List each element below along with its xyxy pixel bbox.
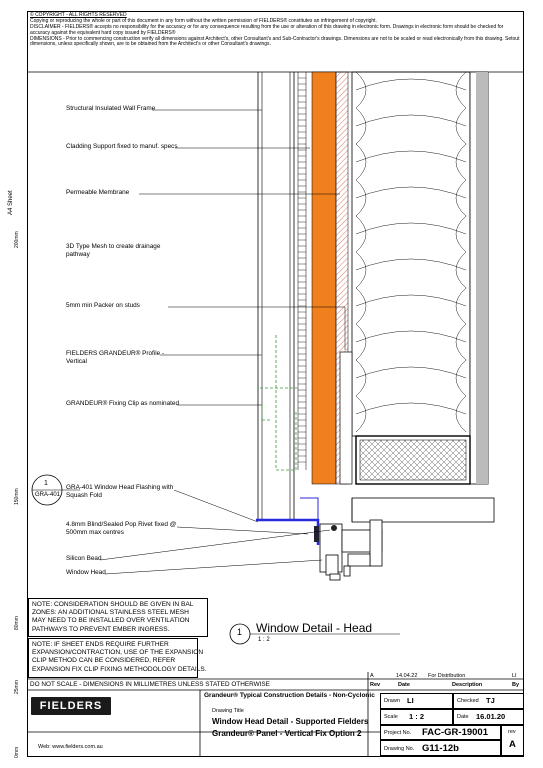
- drawing-no-value: G11-12b: [422, 743, 459, 754]
- project-value: FAC-GR-19001: [422, 727, 488, 738]
- packer: [339, 351, 353, 485]
- drawn-label: Drawn: [384, 698, 400, 704]
- fielders-logo: FIELDERS: [31, 697, 111, 715]
- note-expansion: NOTE: IF SHEET ENDS REQUIRE FURTHER EXPA…: [28, 638, 207, 678]
- drawing-title-line2: Grandeur® Panel - Vertical Fix Option 2: [212, 729, 362, 738]
- window-head-frame: [319, 519, 383, 581]
- head-board: [351, 497, 495, 523]
- cell-date: Date 16.01.20: [453, 709, 524, 725]
- grandeur-profile: [257, 72, 295, 521]
- drawing-title-label: Drawing Title: [212, 708, 244, 714]
- callout-gra-401: [31, 474, 80, 506]
- copyright-heading: © COPYRIGHT - ALL RIGHTS RESERVED: [30, 12, 127, 18]
- label-cladding-support: Cladding Support fixed to manuf. specs: [66, 143, 178, 150]
- note-bal-line: ZONES: AN ADDITIONAL STAINLESS STEEL MES…: [32, 609, 189, 617]
- project-label: Project No.: [384, 730, 412, 736]
- note-bal-line: PATHWAYS TO PREVENT EMBER INGRESS.: [32, 625, 170, 633]
- rev-header-desc: Description: [452, 682, 483, 688]
- note-expansion-line: NOTE: IF SHEET ENDS REQUIRE FURTHER: [32, 641, 169, 648]
- cell-drawing-no: Drawing No. G11-12b: [380, 740, 501, 756]
- label-packer: 5mm min Packer on studs: [66, 302, 140, 309]
- label-profile-line1: FIELDERS GRANDEUR® Profile -: [66, 350, 165, 357]
- cell-scale: Scale 1 : 2: [380, 709, 453, 725]
- leader-lines: [99, 109, 346, 575]
- label-rivet-line2: 500mm max centres: [66, 529, 124, 536]
- note-expansion-line: EXPANSION FIX CLIP FIXING METHODOLOGY DE…: [32, 665, 207, 673]
- label-mesh: 3D Type Mesh to create drainage pathway: [66, 243, 160, 259]
- note-bal-line: NOTE: CONSIDERATION SHOULD BE GIVEN IN B…: [32, 601, 194, 608]
- callout-number: 1: [44, 480, 48, 487]
- scale-label: Scale: [384, 714, 398, 720]
- detail-number: 1: [237, 627, 243, 637]
- cladding-support: [311, 71, 337, 485]
- rev-header-rev: Rev: [370, 682, 381, 688]
- logo-text: FIELDERS: [39, 700, 103, 712]
- label-window-head: Window Head: [66, 569, 106, 576]
- label-membrane: Permeable Membrane: [66, 189, 130, 196]
- drawing-sheet: [27, 11, 524, 757]
- rev-value: A: [509, 739, 516, 750]
- detail-scale: 1 : 2: [258, 637, 270, 643]
- label-profile-line2: Vertical: [66, 358, 87, 365]
- rev-label: rev: [508, 729, 516, 735]
- rev-header-date: Date: [398, 682, 410, 688]
- rev-row-date: 14.04.22: [396, 673, 418, 679]
- label-rivet: 4.8mm Blind/Sealed Pop Rivet fixed @ 500…: [66, 521, 176, 537]
- insulation: [351, 71, 471, 437]
- date-label: Date: [457, 714, 469, 720]
- copyright-text: Copying or reproducing the whole or part…: [30, 17, 377, 24]
- do-not-scale: DO NOT SCALE - DIMENSIONS IN MILLIMETRES…: [30, 681, 270, 688]
- disclaimer-text: DISCLAIMER - FIELDERS® accepts no respon…: [30, 23, 504, 36]
- label-flashing-line1: GRA-401 Window Head Flashing with: [66, 484, 174, 491]
- label-flashing-line2: Squash Fold: [66, 492, 102, 499]
- drawing-no-label: Drawing No.: [384, 746, 415, 752]
- cell-project: Project No. FAC-GR-19001: [380, 725, 501, 740]
- note-bal: NOTE: CONSIDERATION SHOULD BE GIVEN IN B…: [28, 598, 208, 637]
- detail-title-marker: [229, 623, 400, 645]
- label-silicon: Silicon Bead: [66, 555, 102, 562]
- drawing-title-line1: Window Head Detail - Supported Fielders: [212, 717, 369, 726]
- label-profile: FIELDERS GRANDEUR® Profile - Vertical: [66, 350, 164, 366]
- mesh-pathway: [297, 72, 307, 470]
- label-rivet-line1: 4.8mm Blind/Sealed Pop Rivet fixed @: [66, 521, 177, 528]
- pop-rivet: [314, 526, 319, 542]
- label-frame: Structural Insulated Wall Frame: [66, 105, 156, 112]
- window-head-flashing: [256, 518, 320, 545]
- lintel: [355, 435, 471, 485]
- label-fixing-clip: GRANDEUR® Fixing Clip as nominated: [66, 400, 180, 407]
- date-value: 16.01.20: [476, 712, 506, 721]
- rev-row-desc: For Distribution: [428, 673, 466, 679]
- note-expansion-line: CLIP METHOD CAN BE CONSIDERED, REFER: [32, 657, 176, 665]
- cell-rev: rev A: [501, 725, 524, 756]
- legal-notes: © COPYRIGHT - ALL RIGHTS RESERVED Copyin…: [30, 12, 520, 48]
- note-bal-line: MAY NEED TO BE INSTALLED OVER VENTILATIO…: [32, 617, 190, 625]
- website: Web: www.fielders.com.au: [38, 744, 103, 750]
- drawn-value: LI: [407, 696, 414, 705]
- label-mesh-line2: pathway: [66, 251, 90, 258]
- series-title: Grandeur® Typical Construction Details -…: [204, 692, 375, 699]
- checked-value: TJ: [486, 696, 495, 705]
- note-expansion-line: EXPANSION/CONTRACTION, USE OF THE EXPANS…: [32, 649, 204, 657]
- checked-label: Checked: [457, 698, 479, 704]
- fixing-clip: [260, 335, 300, 471]
- rev-row-rev: A: [370, 673, 374, 679]
- rev-row-by: LI: [512, 673, 517, 679]
- cell-checked: Checked TJ: [453, 693, 524, 709]
- label-flashing: GRA-401 Window Head Flashing with Squash…: [66, 484, 173, 500]
- silicon-bead: [331, 525, 337, 531]
- scale-value: 1 : 2: [409, 712, 425, 721]
- label-mesh-line1: 3D Type Mesh to create drainage: [66, 243, 161, 250]
- callout-code: GRA-401: [35, 492, 61, 498]
- dimensions-text: DIMENSIONS - Prior to commencing constru…: [30, 35, 520, 48]
- rev-header-by: By: [512, 682, 520, 688]
- cell-drawn: Drawn LI: [380, 693, 453, 709]
- detail-title: Window Detail - Head: [256, 621, 373, 635]
